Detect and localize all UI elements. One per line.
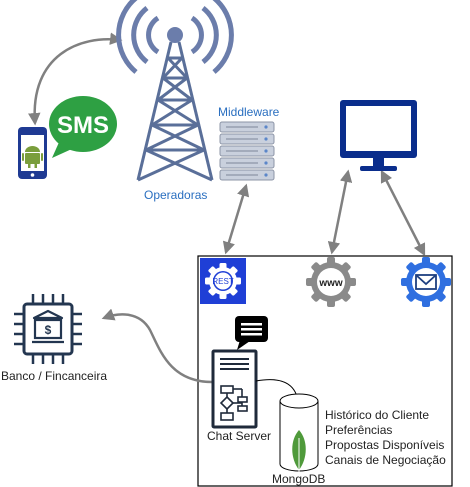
connector-monitor-mail [380,169,426,257]
db-item-canais: Canais de Negociação [325,453,446,467]
connector-server-container [222,183,250,255]
sms-label: SMS [57,112,109,139]
rest-label: REST [212,277,233,286]
svg-text:$: $ [45,323,52,337]
operadoras-label: Operadoras [144,188,207,202]
mongodb-leaf-icon [292,430,306,473]
connector-monitor-www [327,169,353,255]
middleware-label: Middleware [218,105,280,119]
db-item-historico: Histórico do Cliente [325,408,429,422]
android-phone-icon [18,127,47,179]
monitor-icon [340,100,417,171]
db-item-propostas: Propostas Disponíveis [325,438,444,452]
mail-gear-icon [401,257,451,307]
radio-tower-icon [116,0,234,182]
sms-bubble-icon: SMS [49,96,117,158]
chat-bubble-icon [235,316,268,350]
www-gear-icon: www [306,257,356,307]
www-label: www [318,278,343,289]
flowchart-document-icon [211,349,258,429]
bank-label: Banco / Fincanceira [1,369,107,383]
bank-chip-icon: $ [14,294,82,364]
connector-chatserver-bank [101,308,213,384]
db-item-preferencias: Preferências [325,423,392,437]
mongodb-label: MongoDB [272,472,325,486]
rest-gear-icon: REST [200,258,246,304]
connector-phone-tower [28,32,123,126]
chat-server-label: Chat Server [207,429,271,443]
server-rack-icon [219,121,275,181]
